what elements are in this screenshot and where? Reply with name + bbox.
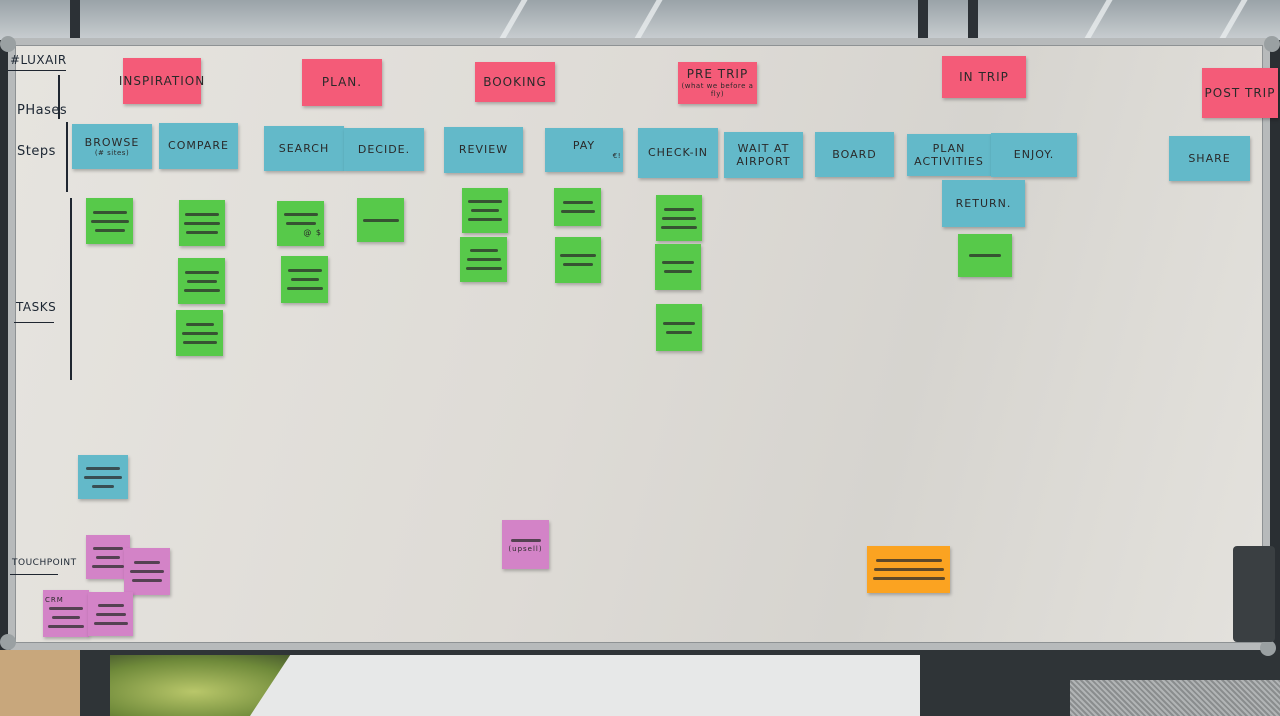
task-note[interactable] (357, 198, 404, 242)
touchpoint-row-label: TOUCHPOINT (12, 558, 77, 568)
task-note[interactable] (656, 195, 702, 241)
ceiling-light (498, 0, 528, 40)
step-note-search[interactable]: SEARCH (264, 126, 344, 171)
touchpoint-note[interactable] (88, 592, 133, 636)
phase-note-in-trip[interactable]: IN TRIP (942, 56, 1026, 98)
ceiling-light (1218, 0, 1248, 40)
task-note[interactable] (462, 188, 508, 233)
step-note-decide[interactable]: DECIDE. (344, 128, 424, 171)
step-note-check-in[interactable]: CHECK-IN (638, 128, 718, 178)
step-note-board[interactable]: BOARD (815, 132, 894, 177)
board-title: #LUXAIR (10, 53, 67, 67)
window-frame (968, 0, 978, 40)
white-table (250, 655, 920, 716)
task-note[interactable]: @ $ (277, 201, 324, 246)
task-note[interactable] (179, 200, 225, 246)
touchpoint-note[interactable] (78, 455, 128, 499)
phase-note-pre-trip[interactable]: PRE TRIP(what we before a fly) (678, 62, 757, 104)
phase-note-booking[interactable]: BOOKING (475, 62, 555, 102)
touchpoint-note-label: CRM (45, 595, 64, 604)
task-note[interactable] (460, 237, 507, 282)
ceiling-light (1083, 0, 1113, 40)
board-corner-cap (1264, 36, 1280, 52)
highlight-note[interactable] (867, 546, 950, 593)
step-note-browse[interactable]: BROWSE(# sites) (72, 124, 152, 169)
task-note[interactable] (656, 304, 702, 351)
phase-note-post-trip[interactable]: POST TRIP (1202, 68, 1278, 118)
step-note-return[interactable]: RETURN. (942, 180, 1025, 227)
step-note-enjoy[interactable]: ENJOY. (991, 133, 1077, 177)
ceiling-light (633, 0, 663, 40)
steps-row-label: Steps (17, 144, 56, 159)
task-note[interactable] (554, 188, 601, 226)
step-note-plan-activities[interactable]: PLAN ACTIVITIES (907, 134, 991, 176)
touchpoint-note[interactable] (86, 535, 130, 579)
tasks-bracket (70, 198, 72, 380)
wooden-wall (0, 650, 80, 716)
task-note[interactable] (176, 310, 223, 356)
board-corner-cap (0, 634, 16, 650)
step-note-review[interactable]: REVIEW (444, 127, 523, 173)
tasks-underline (14, 322, 54, 323)
phases-bracket (58, 75, 60, 119)
phase-note-plan[interactable]: PLAN. (302, 59, 382, 106)
task-note[interactable] (655, 244, 701, 290)
phases-row-label: PHases (17, 103, 68, 118)
board-corner-cap (1260, 640, 1276, 656)
touchpoint-note[interactable]: (upsell) (502, 520, 549, 569)
title-underline (8, 70, 66, 71)
touchpoint-underline (10, 574, 58, 575)
window-frame (918, 0, 928, 40)
task-note[interactable] (178, 258, 225, 304)
touchpoint-note[interactable] (124, 548, 170, 595)
tasks-row-label: TASKS (16, 300, 57, 314)
step-note-wait-at-airport[interactable]: WAIT AT AIRPORT (724, 132, 803, 178)
touchpoint-note-annotation: (upsell) (508, 544, 543, 553)
phase-note-inspiration[interactable]: INSPIRATION (119, 58, 204, 104)
window-frame (70, 0, 80, 40)
window-background (0, 0, 1280, 40)
task-note[interactable] (555, 237, 601, 283)
step-note-pay[interactable]: PAY€! (545, 128, 623, 172)
steps-bracket (66, 122, 68, 192)
task-note[interactable] (86, 198, 133, 244)
marker-tray (1233, 546, 1275, 642)
task-note[interactable] (281, 256, 328, 303)
step-note-compare[interactable]: COMPARE (159, 123, 238, 169)
touchpoint-note[interactable]: CRM (43, 590, 89, 637)
task-note-annotation: @ $ (303, 227, 322, 237)
step-note-share[interactable]: SHARE (1169, 136, 1250, 181)
board-corner-cap (0, 36, 16, 52)
task-note[interactable] (958, 234, 1012, 277)
outdoor-gravel (1070, 680, 1280, 716)
